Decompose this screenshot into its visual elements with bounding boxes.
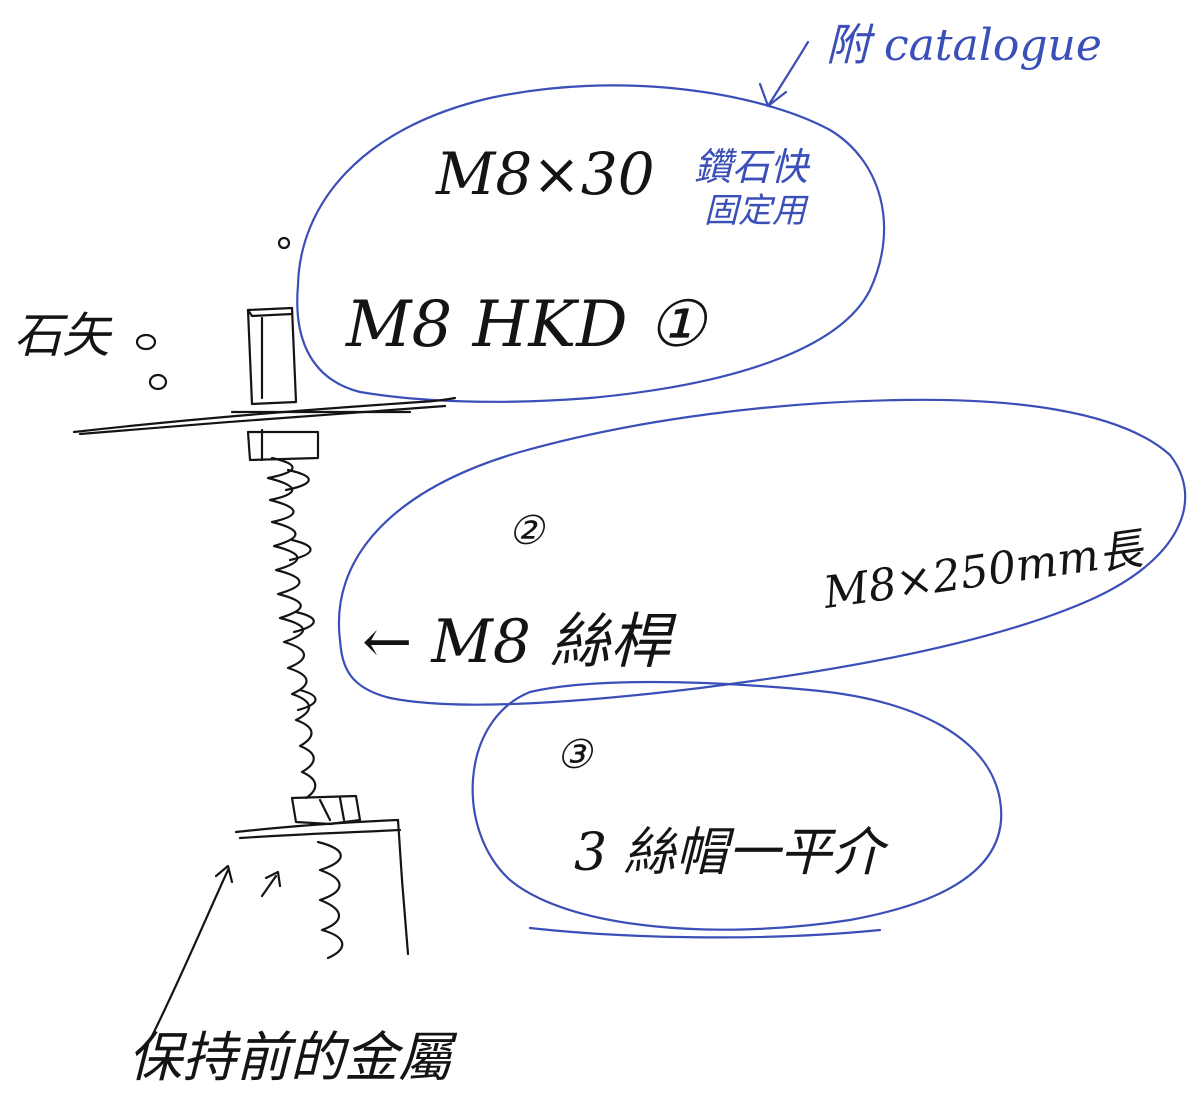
hole-mark (277, 236, 291, 250)
bubble-nut-outline (471, 680, 1003, 931)
ceiling-slab-line (72, 396, 457, 434)
bolt-note-line1: 鑽石快 (694, 145, 811, 189)
hole-mark (148, 373, 168, 391)
rod-number: ② (508, 508, 546, 554)
bolt-note-line2: 固定用 (704, 191, 809, 231)
blue-annotations (296, 40, 1187, 939)
brick-label: 石矢 (14, 308, 113, 364)
bracket-plate (234, 818, 400, 834)
upper-nut (246, 430, 320, 462)
bracket-leg (396, 818, 410, 956)
pointer-arrow (260, 874, 278, 898)
bolt-spec: M8×30 (435, 140, 655, 208)
threaded-rod (266, 456, 317, 800)
pointer-arrow (148, 868, 230, 1042)
catalogue-note: 附 catalogue (826, 20, 1102, 71)
rod-label: ← M8 絲桿 (362, 607, 677, 677)
bubble-nut-tail (528, 926, 882, 939)
catalogue-arrow (766, 40, 810, 108)
nut-label: 3 絲帽一平介 (574, 823, 890, 883)
bubble-rod-outline (337, 398, 1187, 706)
catalogue-arrow-head (758, 82, 788, 108)
rod-spec: M8×250mm長 (819, 523, 1148, 619)
hole-mark (135, 333, 157, 351)
nut-number: ③ (556, 732, 594, 778)
bottom-label: 保持前的金屬 (128, 1026, 458, 1089)
bubble-anchor-outline (296, 84, 886, 403)
anchor-spec: M8 HKD ① (345, 288, 709, 362)
anchor-sleeve (246, 306, 298, 406)
bolt-assembly-drawing (72, 236, 457, 1042)
